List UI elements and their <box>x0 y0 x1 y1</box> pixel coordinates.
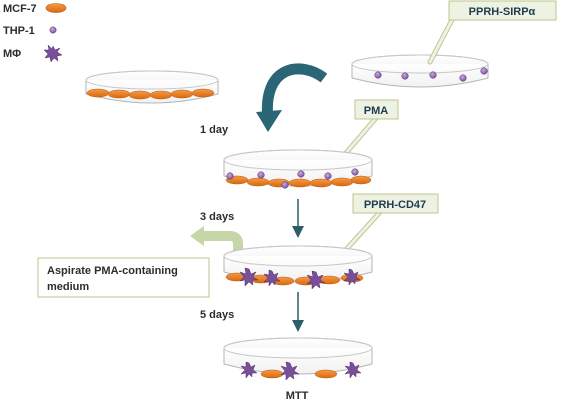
dish-macrophage <box>223 245 373 290</box>
aspirate-line1: Aspirate PMA-containing <box>47 265 178 277</box>
legend-label-thp1: THP-1 <box>3 25 35 37</box>
legend: MCF-7 THP-1 MΦ <box>3 3 67 63</box>
callout-pma: PMA <box>337 99 399 163</box>
callout-cd47: PPRH-CD47 <box>339 193 439 257</box>
dish-mcf7 <box>85 70 219 104</box>
purple-macrophage-icon <box>43 44 63 63</box>
mcf7-cells-row <box>86 88 215 100</box>
callout-pma-label: PMA <box>364 105 389 117</box>
dish-coculture <box>223 149 373 189</box>
callout-sirp: PPRH-SIRPα <box>427 0 557 65</box>
final-label-mtt: MTT <box>286 390 309 402</box>
dish5-macrophages <box>240 361 362 381</box>
legend-item-mcf7: MCF-7 <box>3 3 67 15</box>
curved-arrow <box>256 63 328 132</box>
purple-monocyte-icon <box>49 26 57 34</box>
dish5-mcf7-cells <box>260 369 338 379</box>
callout-sirp-label: PPRH-SIRPα <box>469 6 536 18</box>
legend-label-mcf7: MCF-7 <box>3 3 37 15</box>
aspirate-arrow <box>190 226 243 262</box>
legend-label-macrophage: MΦ <box>3 48 21 60</box>
thp1-cells <box>374 67 488 82</box>
dish4-macrophages <box>239 267 361 290</box>
aspirate-box: Aspirate PMA-containing medium <box>37 257 210 298</box>
callout-cd47-label: PPRH-CD47 <box>364 199 426 211</box>
step-label-5days: 5 days <box>200 309 234 321</box>
step-label-1day: 1 day <box>200 124 229 136</box>
dish-final <box>223 337 373 381</box>
orange-cell-icon <box>45 3 67 13</box>
legend-item-thp1: THP-1 <box>3 25 57 37</box>
coculture-thp1-cells <box>226 168 359 189</box>
legend-item-macrophage: MΦ <box>3 44 63 63</box>
step-label-3days: 3 days <box>200 211 234 223</box>
dish-thp1 <box>351 54 489 88</box>
aspirate-line2: medium <box>47 281 89 293</box>
